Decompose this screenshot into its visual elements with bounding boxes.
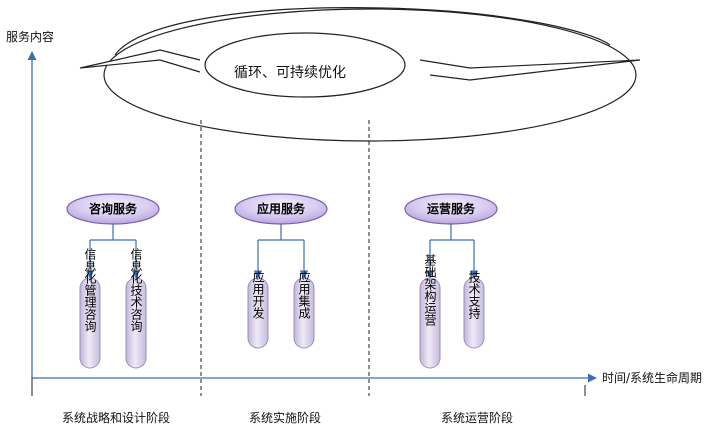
x-axis-label: 时间/系统生命周期 <box>602 370 702 385</box>
y-axis-label: 服务内容 <box>6 29 54 44</box>
phase-label-operation: 系统运营阶段 <box>441 410 513 425</box>
capsule-item <box>125 277 147 369</box>
item-label: 信息化技术咨询 <box>129 248 143 332</box>
phase-labels: 系统战略和设计阶段 系统实施阶段 系统运营阶段 <box>62 410 513 425</box>
phase-dividers <box>31 120 586 396</box>
capsule-item <box>79 277 101 369</box>
service-group-operations: 运营服务 基础架构运营 技术支持 <box>404 193 498 369</box>
capsule-item <box>463 277 485 349</box>
item-label: 基础架构运营 <box>423 254 437 327</box>
service-label-application: 应用服务 <box>257 201 306 216</box>
service-label-consulting: 咨询服务 <box>89 201 138 216</box>
item-label: 应用集成 <box>297 270 311 320</box>
service-label-operations: 运营服务 <box>427 201 476 216</box>
service-group-consulting: 咨询服务 信息化管理咨询 信息化技术咨询 <box>66 193 160 369</box>
phase-label-strategy: 系统战略和设计阶段 <box>62 410 170 425</box>
capsule-item <box>419 277 441 369</box>
item-label: 技术支持 <box>467 271 481 319</box>
item-label: 信息化管理咨询 <box>83 248 97 332</box>
cycle-right-arrow-icon <box>419 59 641 81</box>
axes: 服务内容 时间/系统生命周期 <box>6 29 702 385</box>
capsule-item <box>293 277 315 349</box>
cycle-loop: 循环、可持续优化 <box>79 7 641 142</box>
service-group-application: 应用服务 应用开发 应用集成 <box>234 193 328 349</box>
cycle-label: 循环、可持续优化 <box>234 64 346 81</box>
phase-label-implementation: 系统实施阶段 <box>249 410 321 425</box>
cycle-inner-ellipse <box>204 32 406 98</box>
cycle-left-arrow-icon <box>79 49 201 73</box>
capsule-item <box>247 277 269 349</box>
item-label: 应用开发 <box>251 270 265 319</box>
cycle-upper-arc <box>114 7 611 56</box>
